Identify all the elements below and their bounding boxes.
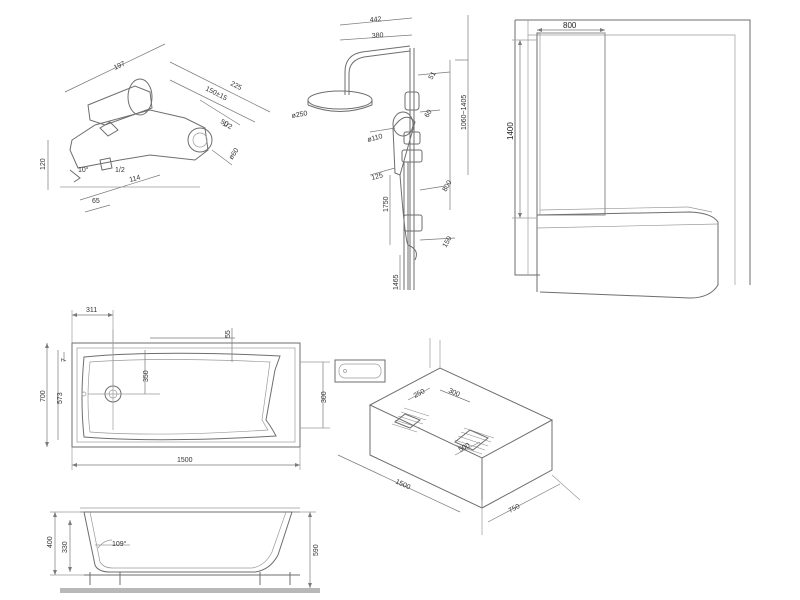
faucet-dim-114: 114 bbox=[129, 174, 142, 184]
floor-line bbox=[60, 588, 320, 593]
side-dim-109: 109° bbox=[112, 540, 127, 548]
side-dim-400: 400 bbox=[47, 536, 54, 548]
bath-screen-drawing: 800 1400 bbox=[506, 19, 751, 299]
plan-dim-1500: 1500 bbox=[177, 457, 193, 464]
faucet-drawing: 197 225 150±15 50 ø60 120 10° 1/2 1/2 11… bbox=[40, 43, 271, 213]
shower-dim-800: 800 bbox=[442, 179, 454, 193]
iso-dim-250: 250 bbox=[413, 388, 427, 400]
shower-dim-1060: 1060~1405 bbox=[461, 95, 468, 130]
iso-dim-1500: 1500 bbox=[394, 478, 411, 491]
shower-dim-125: 125 bbox=[371, 172, 384, 182]
drain-hatch-right bbox=[451, 427, 495, 455]
shower-dim-1750: 1750 bbox=[383, 196, 390, 212]
shower-dim-150: 150 bbox=[442, 235, 454, 249]
faucet-dim-65: 65 bbox=[92, 198, 100, 205]
screen-height-label: 1400 bbox=[506, 122, 515, 140]
faucet-dim-225: 225 bbox=[229, 81, 243, 93]
plan-dim-55: 55 bbox=[225, 330, 232, 338]
iso-dim-500: 500 bbox=[458, 442, 472, 454]
shower-dim-51: 51 bbox=[428, 71, 438, 81]
shower-dim-1465: 1465 bbox=[393, 274, 400, 290]
shower-dim-442: 442 bbox=[370, 16, 382, 24]
shower-dim-380: 380 bbox=[372, 32, 384, 40]
bath-side-profile-drawing: 400 330 109° 590 bbox=[47, 507, 320, 593]
plan-dim-311: 311 bbox=[86, 307, 97, 314]
faucet-dim-150: 150±15 bbox=[204, 86, 228, 103]
side-dim-590: 590 bbox=[313, 544, 320, 556]
faucet-dim-10: 10° bbox=[78, 166, 89, 174]
faucet-dim-120: 120 bbox=[40, 158, 47, 170]
drain-hatch-left bbox=[391, 407, 430, 433]
faucet-dim-60: ø60 bbox=[228, 147, 241, 161]
bath-plan-drawing: 311 55 7 573 700 350 300 1500 bbox=[40, 307, 330, 470]
plan-dim-300: 300 bbox=[321, 391, 328, 403]
plan-dim-700: 700 bbox=[40, 390, 47, 402]
iso-dim-300: 300 bbox=[447, 387, 461, 398]
plan-dim-7: 7 bbox=[61, 358, 68, 362]
iso-dim-750: 750 bbox=[508, 503, 522, 515]
faucet-dim-197: 197 bbox=[113, 60, 127, 71]
faucet-dim-12a: 1/2 bbox=[115, 167, 125, 174]
bath-thumbnail bbox=[334, 359, 386, 383]
shower-set-drawing: 442 380 ø250 51 60 1060~1405 ø110 125 80… bbox=[291, 15, 469, 290]
faucet-dim-12b: 1/2 bbox=[221, 121, 233, 132]
shower-dim-60: 60 bbox=[424, 109, 434, 119]
plan-dim-573: 573 bbox=[57, 392, 64, 404]
faucet-dim-50: 50 bbox=[219, 119, 229, 129]
iso-installation-drawing: 250 300 500 1500 750 bbox=[337, 338, 581, 535]
plan-dim-350: 350 bbox=[143, 370, 150, 382]
shower-dim-110: ø110 bbox=[367, 133, 384, 144]
screen-width-label: 800 bbox=[563, 21, 577, 30]
shower-dim-250: ø250 bbox=[291, 110, 308, 120]
side-dim-330: 330 bbox=[62, 541, 69, 553]
